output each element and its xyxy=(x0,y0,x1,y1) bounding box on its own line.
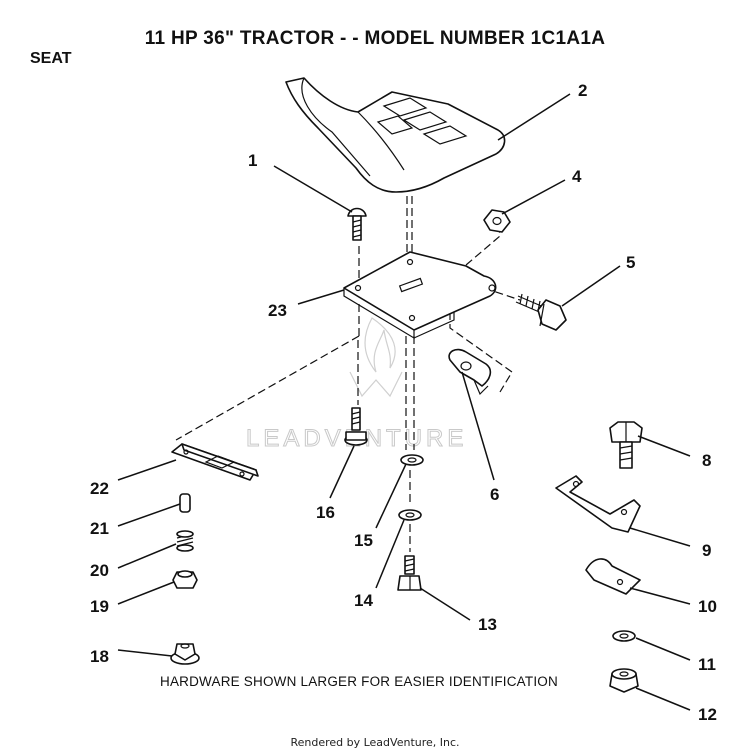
callout-14: 14 xyxy=(354,591,373,610)
spring-part-20 xyxy=(176,530,194,552)
callout-8: 8 xyxy=(702,451,711,470)
render-credit: Rendered by LeadVenture, Inc. xyxy=(290,736,460,749)
hardware-note: HARDWARE SHOWN LARGER FOR EASIER IDENTIF… xyxy=(160,674,558,689)
callout-21: 21 xyxy=(90,519,109,538)
callout-4: 4 xyxy=(572,167,582,186)
callout-5: 5 xyxy=(626,253,635,272)
clip-part-6 xyxy=(448,348,492,396)
clamp-plate-part-10 xyxy=(585,558,641,595)
shoulder-bolt-part-16 xyxy=(344,407,368,446)
callout-20: 20 xyxy=(90,561,109,580)
callout-16: 16 xyxy=(316,503,335,522)
callout-numbers: 1 2 4 5 23 6 22 16 15 21 20 19 14 13 18 … xyxy=(90,81,717,724)
hex-bolt-part-8 xyxy=(609,421,643,469)
callout-22: 22 xyxy=(90,479,109,498)
pin-part-21 xyxy=(179,493,191,513)
seat-part-2 xyxy=(285,77,506,193)
callout-15: 15 xyxy=(354,531,373,550)
washer-part-14 xyxy=(398,509,422,521)
bracket-part-9 xyxy=(555,475,641,533)
leader-lines xyxy=(117,93,691,711)
page-title: 11 HP 36" TRACTOR - - MODEL NUMBER 1C1A1… xyxy=(144,28,606,49)
callout-13: 13 xyxy=(478,615,497,634)
seat-rail-part-22 xyxy=(171,443,259,481)
lock-nut-part-12 xyxy=(609,668,639,693)
hex-nut-part-4 xyxy=(483,209,511,233)
callout-19: 19 xyxy=(90,597,109,616)
callout-1: 1 xyxy=(248,151,257,170)
hex-bolt-part-5 xyxy=(515,293,567,331)
callout-6: 6 xyxy=(490,485,499,504)
carriage-bolt-part-1 xyxy=(347,207,367,241)
callout-2: 2 xyxy=(578,81,587,100)
washer-part-15 xyxy=(400,454,424,466)
callout-23: 23 xyxy=(268,301,287,320)
spacer-part-19 xyxy=(172,570,198,589)
washer-part-11 xyxy=(612,630,636,642)
flange-nut-part-18 xyxy=(170,643,200,665)
callout-10: 10 xyxy=(698,597,717,616)
hex-bolt-part-13 xyxy=(397,555,422,591)
callout-9: 9 xyxy=(702,541,711,560)
callout-12: 12 xyxy=(698,705,717,724)
assembly-lines xyxy=(175,196,521,552)
seat-bracket-part-23 xyxy=(343,251,497,340)
callout-18: 18 xyxy=(90,647,109,666)
section-label: SEAT xyxy=(30,50,72,67)
callout-11: 11 xyxy=(698,655,716,674)
